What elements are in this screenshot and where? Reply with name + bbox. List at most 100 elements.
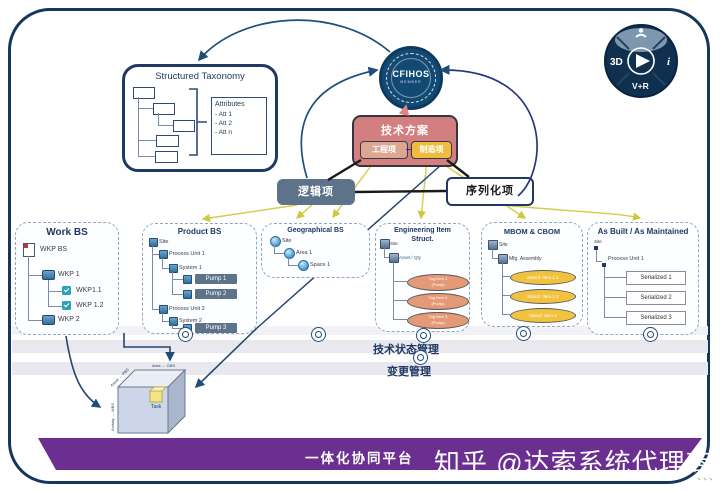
tag-item-label: Tag Item 1 <box>428 276 448 281</box>
connector-line <box>158 113 159 125</box>
geographical-bs-panel: Geographical BS Site Area 1 Space 1 <box>261 223 370 278</box>
dot-icon <box>602 263 606 267</box>
tree-node-label: Mfg. Assembly <box>509 256 542 262</box>
connector-line <box>288 257 289 265</box>
change-management-bar <box>12 362 708 375</box>
attributes-box: Attributes - Att 1 - Att 2 - Att n <box>211 97 267 155</box>
tree-node-label: WKP1.1 <box>76 287 102 294</box>
config-management-label: 技术状态管理 <box>373 344 439 356</box>
connector-line <box>172 328 183 329</box>
compass-vr-label: V+R <box>632 81 649 91</box>
tree-node-label: System 2 <box>179 318 202 324</box>
dot-icon <box>594 246 598 250</box>
node-icon <box>159 250 168 259</box>
globe-icon <box>270 236 281 247</box>
connector-line <box>162 313 163 321</box>
compass-quadrant-lines <box>616 36 666 86</box>
compass-i-label: i <box>667 56 671 68</box>
tag-item-sublabel: (Pump) <box>431 282 445 287</box>
tree-node-label: Space 1 <box>310 262 331 268</box>
tree-node-label: Process Unit 2 <box>169 306 205 312</box>
connector-line <box>162 268 169 269</box>
connector-line <box>152 254 159 255</box>
connector-line <box>28 275 42 276</box>
technical-solution-box: 技术方案 工程项 制造项 <box>352 115 458 167</box>
task-label: Task <box>151 404 162 410</box>
connector-line <box>152 309 159 310</box>
tree-node-label: WKP 1 <box>58 271 80 278</box>
engineering-item-title-2: Struct. <box>411 236 434 243</box>
connector-line <box>502 276 510 277</box>
tree-node-label: Process Unit 1 <box>169 251 205 257</box>
taxonomy-node <box>153 103 175 115</box>
watermark-text: 知乎 @达索系统代理商百 <box>434 448 720 478</box>
red-flag-icon <box>24 244 28 248</box>
node-icon <box>183 290 192 299</box>
attribute-item: - Att n <box>215 129 232 136</box>
task-check-icon <box>62 301 71 310</box>
node-icon <box>169 317 178 326</box>
connector-line <box>48 291 62 292</box>
tree-node-label: Site <box>390 241 398 246</box>
configuration-badge-inner <box>314 330 322 338</box>
cube-axis-work-label: Activity → WBS <box>110 403 115 431</box>
connector-line <box>172 294 183 295</box>
play-circle <box>627 47 655 75</box>
connector-line <box>604 297 626 298</box>
play-icon <box>636 54 650 68</box>
connector-line <box>138 156 155 157</box>
connector-line <box>492 249 493 258</box>
engineering-item-panel: Engineering Item Struct. Site Asset / Qt… <box>375 223 470 332</box>
configuration-badge <box>643 327 658 342</box>
tag-item-ellipse: Tag Item 3(Pump) <box>407 312 469 329</box>
globe-icon <box>284 248 295 259</box>
attribute-item: - Att 2 <box>215 120 232 127</box>
mbom-cbom-title: MBOM & CBOM <box>503 227 561 236</box>
connector-line <box>492 258 498 259</box>
connector-line <box>172 279 183 280</box>
pump-box: Pump 2 <box>195 289 237 299</box>
as-built-panel: As Built / As Maintained Site Process Un… <box>587 222 699 335</box>
connector-line <box>393 262 394 319</box>
engineering-item-chip: 工程项 <box>360 141 408 159</box>
connector-line <box>393 281 407 282</box>
tree-node-label: Site <box>594 239 602 244</box>
connector-line <box>604 277 626 278</box>
tag-item-label: Tag Item 2 <box>428 295 448 300</box>
platform-label: 一体化协同平台 <box>305 451 414 466</box>
connector-line <box>28 320 42 321</box>
asset-icon <box>389 253 399 263</box>
compass-logo: 3D i V+R <box>604 24 678 98</box>
connector-line <box>138 108 153 109</box>
connector-line <box>274 253 284 254</box>
connector-line <box>274 245 275 253</box>
compass-top-dome <box>615 28 667 52</box>
tag-item-ellipse: Tag Item 1(Pump) <box>407 274 469 291</box>
work-package-icon <box>42 270 55 280</box>
cfihos-label: CFIHOS <box>392 69 430 79</box>
connector-line <box>596 261 602 262</box>
tree-node-label: Site <box>282 238 292 244</box>
tag-item-sublabel: (Pump) <box>431 301 445 306</box>
configuration-badge-inner <box>416 353 424 361</box>
person-icon <box>638 28 644 33</box>
connector-line <box>48 280 49 306</box>
tree-node-label: Process Unit 1 <box>608 256 644 262</box>
manuf-item-ellipse: Manuf. Item 1.1 <box>510 270 576 285</box>
configuration-badge-inner <box>519 329 527 337</box>
tree-node-label: Site <box>499 242 508 248</box>
node-icon <box>169 264 178 273</box>
document-icon <box>23 243 35 257</box>
connector-line <box>384 248 385 257</box>
logical-item-box: 逻辑项 <box>277 179 355 205</box>
manuf-item-ellipse: Manuf. Item 2 <box>510 308 576 323</box>
tree-node-label: System 1 <box>179 265 202 271</box>
structured-taxonomy-box: Structured Taxonomy Attributes - Att 1 -… <box>122 64 278 172</box>
compass-3d-label: 3D <box>610 57 623 68</box>
cube-axis-area-label: Area → GBS <box>152 363 175 368</box>
connector-line <box>172 272 173 294</box>
connector-line <box>162 321 169 322</box>
serialized-box: Serialized 1 <box>626 271 686 285</box>
taxonomy-node <box>173 120 195 132</box>
